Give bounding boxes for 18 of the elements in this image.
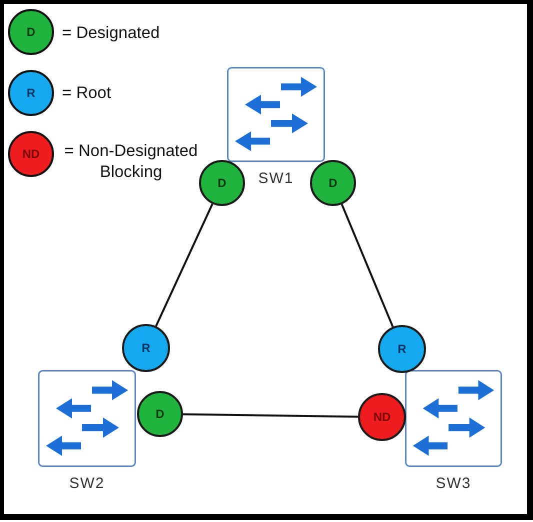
legend-swatch: R <box>8 70 54 116</box>
port-circle: D <box>310 160 356 206</box>
port-circle: R <box>122 324 170 372</box>
link-line <box>182 413 358 418</box>
legend-label: = Non-Designated Blocking <box>63 141 199 183</box>
link-line <box>155 203 214 327</box>
legend-label: = Root <box>62 83 112 104</box>
port-circle: D <box>199 160 245 206</box>
switch-label: SW2 <box>69 475 105 493</box>
link-line <box>340 204 394 328</box>
legend-swatch: ND <box>8 131 54 177</box>
legend-label: = Designated <box>62 23 160 44</box>
port-circle: R <box>378 325 426 373</box>
port-circle: D <box>137 391 183 437</box>
port-circle: ND <box>358 393 406 441</box>
legend-swatch: D <box>8 9 54 55</box>
switch-label: SW3 <box>436 475 472 493</box>
switch-label: SW1 <box>258 170 294 188</box>
